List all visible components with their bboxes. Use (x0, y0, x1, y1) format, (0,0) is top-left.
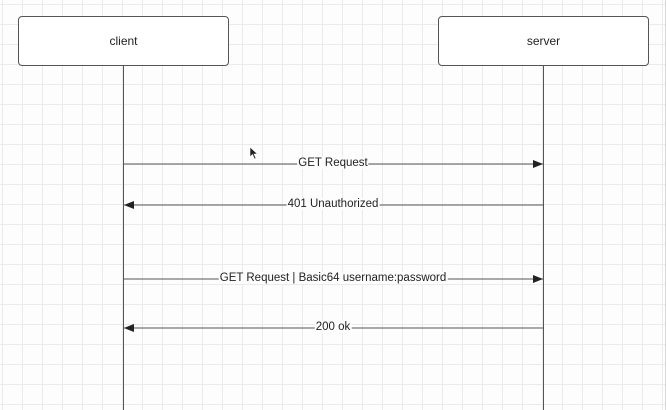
message-label-1: GET Request (297, 157, 369, 169)
client-participant-box[interactable]: client (18, 16, 229, 66)
server-participant-box[interactable]: server (438, 16, 649, 66)
server-lifeline (543, 66, 544, 410)
client-lifeline (123, 66, 124, 410)
mouse-cursor-icon (249, 146, 259, 160)
message-label-4: 200 ok (314, 321, 352, 333)
client-label: client (109, 34, 138, 48)
message-label-3: GET Request | Basic64 username:password (218, 272, 448, 284)
server-label: server (526, 34, 561, 48)
message-label-2: 401 Unauthorized (286, 198, 380, 210)
